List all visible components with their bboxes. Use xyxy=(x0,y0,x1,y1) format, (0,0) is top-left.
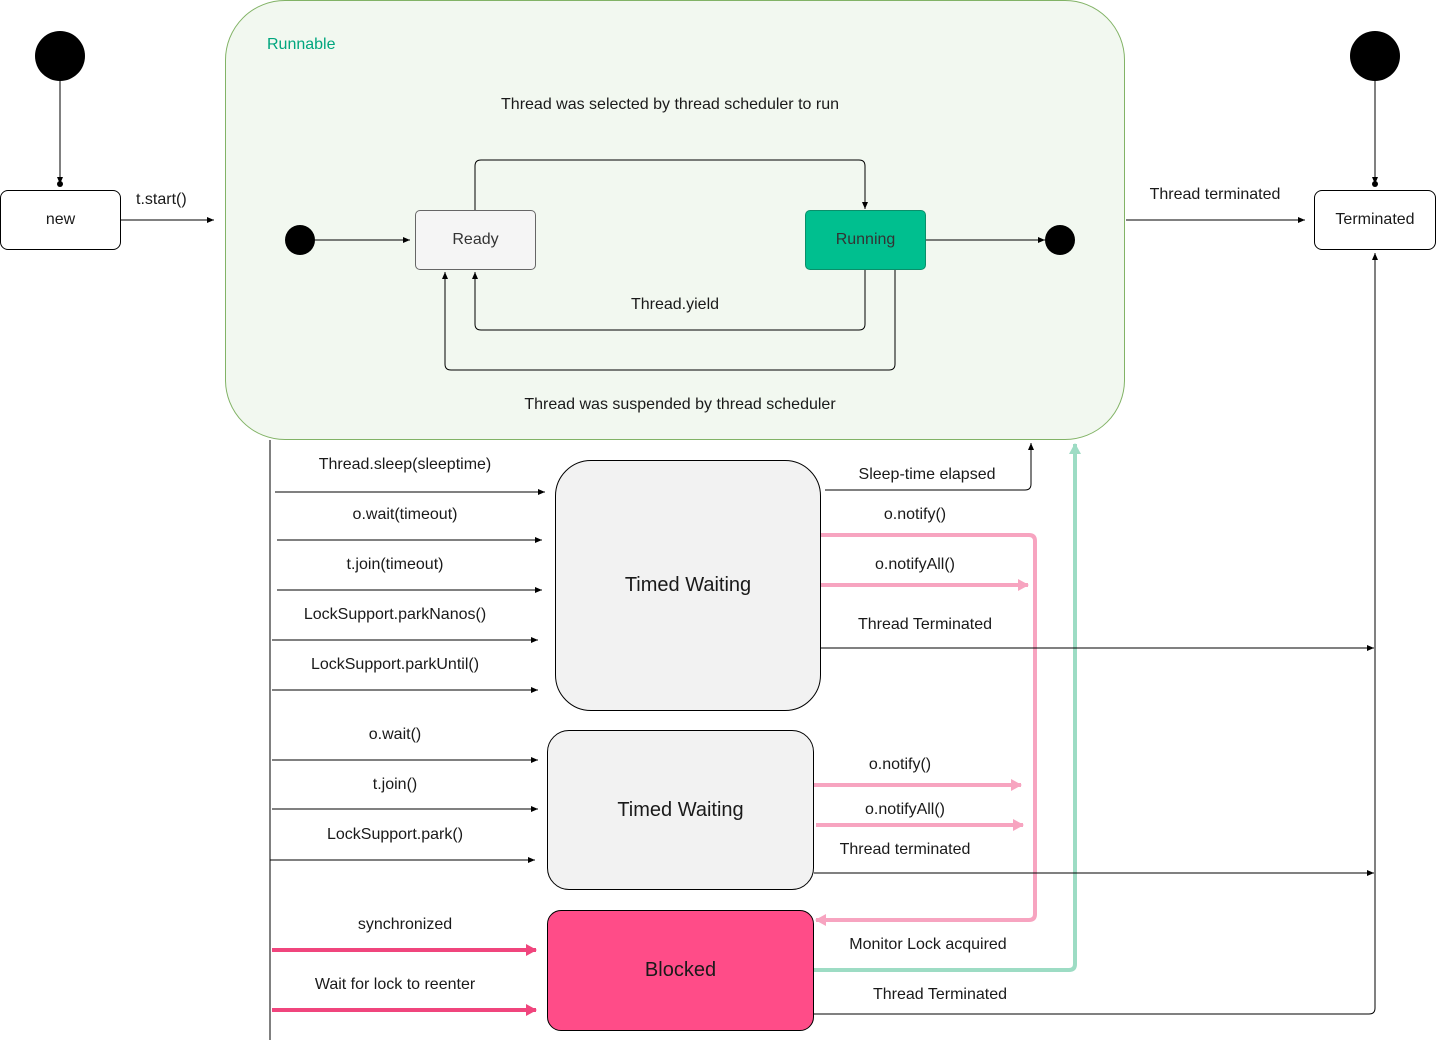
state-new: new xyxy=(0,190,121,250)
trigger-label: synchronized xyxy=(357,916,453,933)
trigger-label: t.join(timeout) xyxy=(346,556,444,573)
runnable-final-dot xyxy=(1045,225,1075,255)
monitor-lock-acquired-arrow xyxy=(814,443,1081,972)
tw-terminated-label: Thread Terminated xyxy=(858,616,992,633)
monitor-lock-label: Monitor Lock acquired xyxy=(849,936,1007,953)
trigger-label: o.wait() xyxy=(368,726,422,743)
ready-to-running-arrow xyxy=(474,159,868,210)
sleep-elapsed-label: Sleep-time elapsed xyxy=(858,466,996,483)
final-state-dot xyxy=(1350,31,1400,81)
trigger-label: LockSupport.parkUntil() xyxy=(310,656,480,673)
tw-notifyall-label: o.notifyAll() xyxy=(874,556,956,573)
start-label: t.start() xyxy=(136,191,187,208)
yield-label: Thread.yield xyxy=(630,296,720,313)
trigger-label: LockSupport.park() xyxy=(326,826,464,843)
trigger-label: Thread.sleep(sleeptime) xyxy=(318,456,492,473)
runnable-terminated-label: Thread terminated xyxy=(1149,186,1281,203)
suspended-label: Thread was suspended by thread scheduler xyxy=(524,396,836,413)
selected-label: Thread was selected by thread scheduler … xyxy=(501,96,839,113)
initial-state-dot xyxy=(35,31,85,81)
trigger-label: o.wait(timeout) xyxy=(352,506,458,523)
trigger-label: t.join() xyxy=(372,776,418,793)
state-waiting: Timed Waiting xyxy=(547,730,814,890)
notify-to-blocked-path xyxy=(815,533,1037,926)
runnable-initial-dot xyxy=(285,225,315,255)
yield-arrow xyxy=(472,270,866,331)
runnable-title: Runnable xyxy=(267,36,336,53)
state-blocked: Blocked xyxy=(547,910,814,1031)
runnable-state-container xyxy=(225,0,1125,440)
trigger-label: Wait for lock to reenter xyxy=(314,976,476,993)
state-timed-waiting: Timed Waiting xyxy=(555,460,821,711)
trigger-label: LockSupport.parkNanos() xyxy=(303,606,487,623)
w-terminated-label: Thread terminated xyxy=(839,841,971,858)
state-running: Running xyxy=(805,210,926,270)
b-terminated-label: Thread Terminated xyxy=(873,986,1007,1003)
w-notify-label: o.notify() xyxy=(868,756,932,773)
sleep-elapsed-arrow xyxy=(825,443,1034,491)
suspended-arrow xyxy=(442,270,896,371)
tw-notify-label: o.notify() xyxy=(883,506,947,523)
state-terminated: Terminated xyxy=(1314,190,1436,250)
state-ready: Ready xyxy=(415,210,536,270)
w-notifyall-label: o.notifyAll() xyxy=(864,801,946,818)
